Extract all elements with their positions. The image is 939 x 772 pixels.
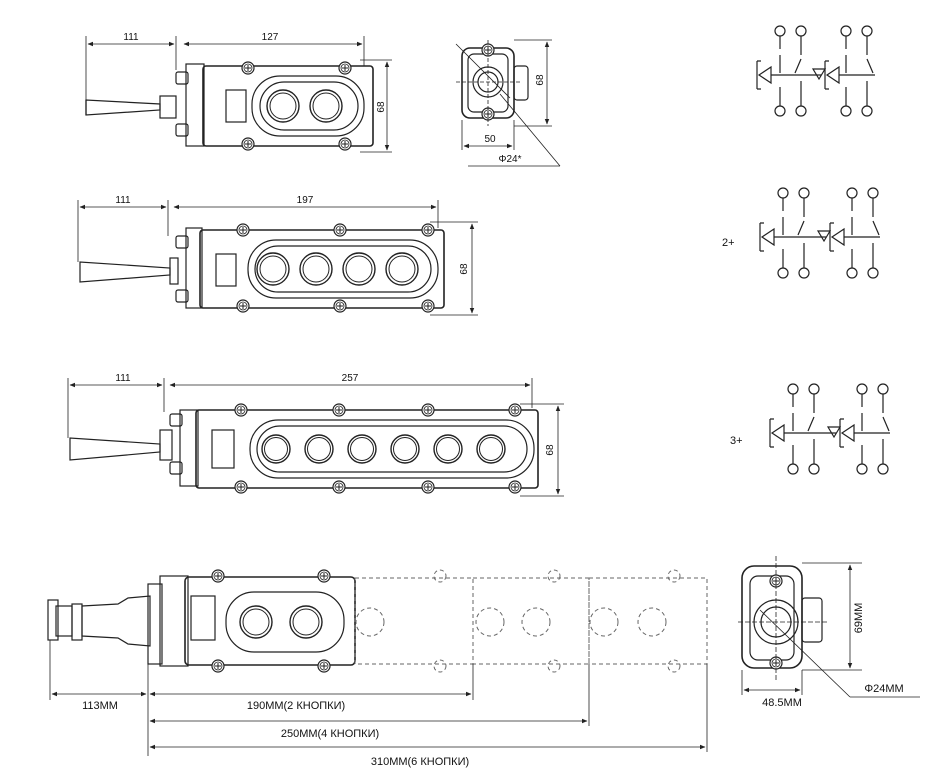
dim-v1-length: 127 (262, 32, 279, 43)
dim-length-4-buttons: 250MM(4 КНОПКИ) (281, 728, 379, 740)
dim-bottom-end-width: 48.5MM (762, 697, 802, 709)
dim-v1-cable: 111 (123, 32, 139, 43)
pendant-view-4-buttons: 111 197 68 (77, 195, 478, 316)
dim-v1-height: 68 (376, 101, 387, 113)
schematic-2-label: 2+ (722, 237, 735, 249)
schematic-3: 3+ (730, 383, 890, 475)
schematic-1 (756, 25, 875, 117)
pendant-end-view-bottom: 69MM 48.5MM Φ24MM (738, 556, 920, 709)
dim-length-2-buttons: 190MM(2 КНОПКИ) (247, 700, 345, 712)
dim-v2-cable: 111 (115, 195, 131, 206)
dim-end-diameter: Φ24* (499, 154, 522, 165)
schematic-2: 2+ (722, 187, 880, 279)
schematic-3-label: 3+ (730, 435, 743, 447)
dim-v3-length: 257 (342, 373, 359, 384)
pendant-view-2-buttons: 111 127 68 (85, 32, 392, 153)
dim-v2-length: 197 (297, 195, 314, 206)
dim-bottom-cable: 113MM (82, 700, 118, 712)
dim-v3-height: 68 (545, 444, 556, 456)
dim-bottom-end-height: 69MM (853, 603, 865, 634)
dim-bottom-end-diameter: Φ24MM (864, 683, 903, 695)
dim-end-height: 68 (535, 74, 546, 86)
dim-length-6-buttons: 310MM(6 КНОПКИ) (371, 756, 469, 768)
pendant-view-6-buttons: 111 257 68 (67, 373, 564, 497)
pendant-end-view: 68 50 Φ24* (455, 39, 561, 167)
pendant-modular-view: 113MM 190MM(2 КНОПКИ) 250MM(4 КНОПКИ) 31… (47, 569, 708, 768)
dim-end-width: 50 (484, 134, 496, 145)
dim-v2-height: 68 (459, 263, 470, 275)
dim-v3-cable: 111 (115, 373, 131, 384)
